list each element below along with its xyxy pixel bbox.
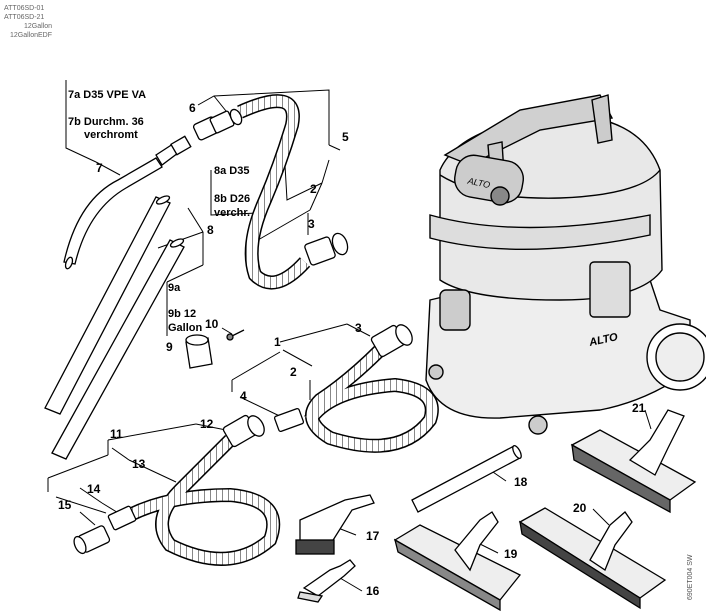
straight-tubes	[44, 195, 185, 460]
floor-nozzle-wide	[518, 507, 667, 610]
note-9b-line2: Gallon	[168, 322, 203, 334]
upper-hose	[192, 94, 349, 290]
header-line-3: 12Gallon	[23, 23, 52, 30]
note-9a: 9a	[168, 282, 181, 294]
part-number: 4	[240, 389, 247, 403]
floor-nozzle-combi	[570, 409, 697, 514]
part-number: 16	[366, 584, 380, 598]
part-number: 2	[290, 365, 297, 379]
floor-nozzle-wet	[393, 511, 522, 612]
part-number: 3	[308, 217, 315, 231]
crevice-nozzle	[297, 559, 356, 603]
part-number: 6	[189, 101, 196, 115]
part-number: 19	[504, 547, 518, 561]
part-number: 8	[207, 223, 214, 237]
hose-set-a	[273, 324, 439, 453]
part-number: 15	[58, 498, 72, 512]
part-number: 17	[366, 529, 380, 543]
bent-wand	[63, 135, 192, 270]
header-line-4: 12GallonEDF	[9, 32, 52, 39]
note-8b-line1: 8b D26	[214, 193, 251, 205]
screw-part	[226, 329, 245, 341]
part-number: 2	[310, 182, 317, 196]
note-8a: 8a D35	[214, 165, 250, 177]
part-number: 18	[514, 475, 528, 489]
hose-set-b	[73, 414, 281, 566]
part-number: 9	[166, 340, 173, 354]
part-number: 3	[355, 321, 362, 335]
note-7a: 7a D35 VPE VA	[68, 89, 147, 101]
part-number: 7	[96, 161, 103, 175]
socket-part	[185, 334, 213, 369]
part-number: 5	[342, 130, 349, 144]
note-9b-line1: 9b 12	[168, 308, 197, 320]
part-number: 11	[110, 427, 123, 441]
header-line-2: ATT06SD-21	[4, 14, 45, 21]
part-number: 14	[87, 482, 101, 496]
note-7b-line1: 7b Durchm. 36	[68, 116, 144, 128]
part-number: 20	[573, 501, 587, 515]
machine-brand-panel: ALTO	[466, 175, 491, 190]
extension-tube	[411, 445, 522, 513]
note-8b-line2: verchr.	[214, 207, 251, 219]
dusting-brush	[295, 494, 375, 555]
part-number: 13	[132, 457, 146, 471]
part-number-labels: 7 6 5 2 3 8 9 10 3 1 2 4 12 11 13 14 15 …	[58, 101, 646, 598]
note-7b-line2: verchromt	[84, 129, 138, 141]
header-line-1: ATT06SD-01	[4, 5, 45, 12]
vacuum-cleaner-machine	[425, 94, 706, 435]
part-number: 21	[632, 401, 646, 415]
part-number: 12	[200, 417, 214, 431]
part-number: 1	[274, 335, 281, 349]
part-number: 10	[205, 317, 219, 331]
drawing-code: 690ET004 SW	[687, 554, 694, 600]
